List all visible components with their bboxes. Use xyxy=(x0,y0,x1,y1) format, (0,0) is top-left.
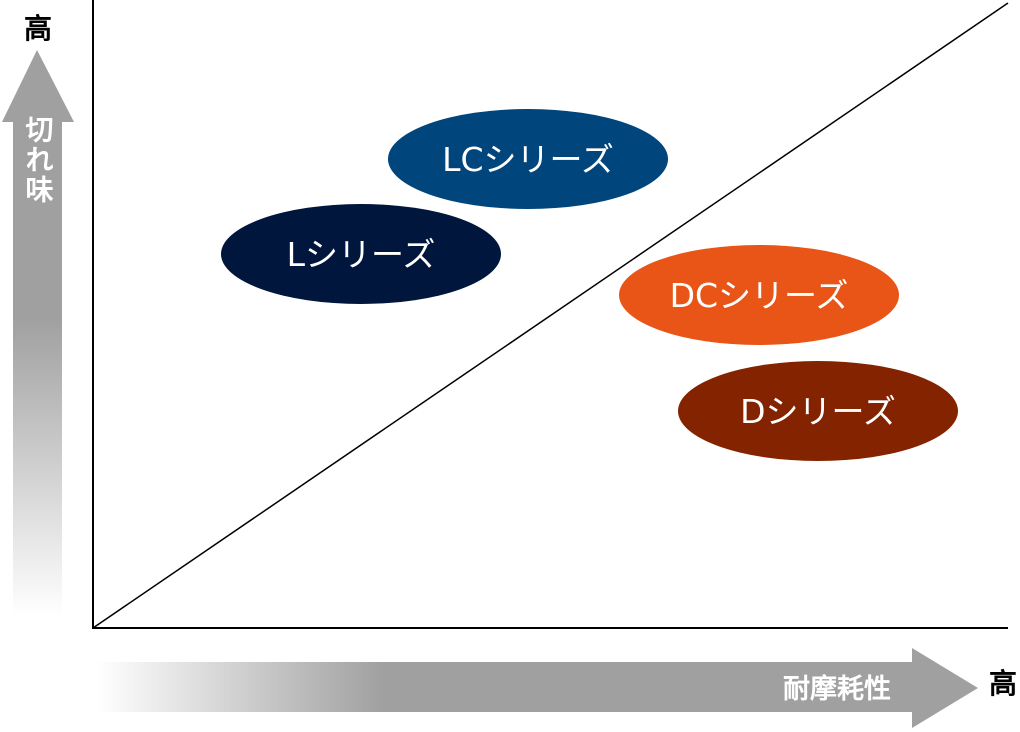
x-axis-high-label: 高 xyxy=(989,667,1017,700)
series-label: Dシリーズ xyxy=(740,392,896,431)
series-ellipse-group: Lシリーズ xyxy=(221,204,501,304)
series-label: Lシリーズ xyxy=(287,235,436,274)
series-ellipse xyxy=(221,204,501,304)
series-ellipse xyxy=(388,109,668,209)
series-label: LCシリーズ xyxy=(442,140,614,179)
series-ellipse xyxy=(678,361,958,461)
y-axis-arrow xyxy=(2,50,74,616)
series-ellipse-group: Dシリーズ xyxy=(678,361,958,461)
y-axis-high-label: 高 xyxy=(24,12,52,45)
series-label: DCシリーズ xyxy=(670,276,849,315)
y-axis-label: 切れ味 xyxy=(22,115,55,205)
x-axis-label: 耐摩耗性 xyxy=(783,673,891,705)
series-ellipse-group: DCシリーズ xyxy=(619,245,899,345)
diagonal-line xyxy=(92,2,1009,629)
x-axis-arrow xyxy=(97,648,978,728)
series-ellipse xyxy=(619,245,899,345)
series-ellipse-group: LCシリーズ xyxy=(388,109,668,209)
